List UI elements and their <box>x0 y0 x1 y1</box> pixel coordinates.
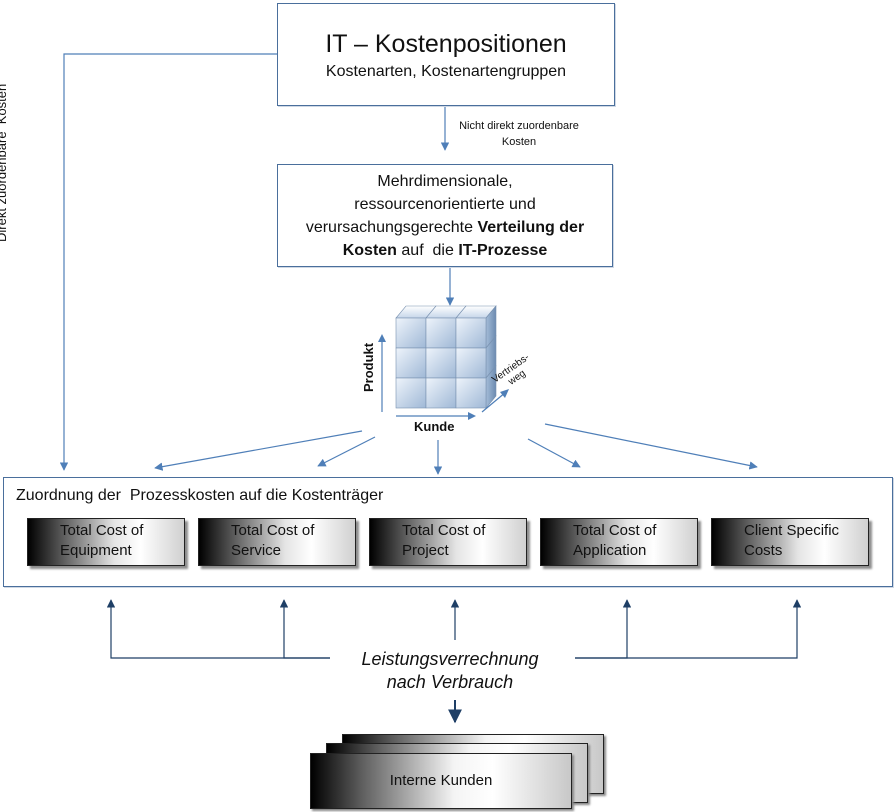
cost-carrier-client-specific: Client Specific Costs <box>711 518 869 566</box>
billing-arrow-2 <box>279 599 330 659</box>
distribution-box: Mehrdimensionale, ressourcenorientierte … <box>277 164 613 267</box>
cost-carrier-equipment: Total Cost of Equipment <box>27 518 185 566</box>
cube-icon <box>378 305 509 420</box>
cost-positions-title: IT – Kostenpositionen <box>325 30 567 58</box>
indirect-cost-label: Nicht direkt zuordenbare Kosten <box>459 120 579 148</box>
billing-label: Leistungsverrechnung nach Verbrauch <box>361 649 539 692</box>
fan-arrow-5 <box>544 423 758 470</box>
allocation-title: Zuordnung der Prozesskosten auf die Kost… <box>16 487 384 504</box>
axis-channel-arrow <box>481 391 507 413</box>
cube-top <box>395 305 497 319</box>
cost-positions-box: IT – Kostenpositionen Kostenarten, Koste… <box>277 3 615 106</box>
customer-card-front: Interne Kunden <box>310 753 572 809</box>
internal-customers-label: Interne Kunden <box>389 772 493 789</box>
fan-arrow-4 <box>527 438 581 468</box>
direct-cost-label: Direkt zuordenbare Kosten <box>0 83 9 242</box>
cost-carrier-application: Total Cost of Application <box>540 518 698 566</box>
cost-positions-subtitle: Kostenarten, Kostenartengruppen <box>325 63 567 80</box>
cube-front <box>395 317 487 409</box>
direct-cost-arrow <box>59 53 277 471</box>
billing-arrow-1 <box>106 599 330 659</box>
cube-side <box>485 305 497 409</box>
cost-carrier-project: Total Cost of Project <box>369 518 527 566</box>
fan-arrow-1 <box>154 430 363 471</box>
cost-carrier-service: Total Cost of Service <box>198 518 356 566</box>
billing-arrow-4 <box>575 599 632 659</box>
fan-arrow-2 <box>317 436 376 467</box>
axis-customer-label: Kunde <box>414 419 455 434</box>
axis-product-label: Produkt <box>361 342 376 392</box>
billing-arrow-5 <box>575 599 802 659</box>
